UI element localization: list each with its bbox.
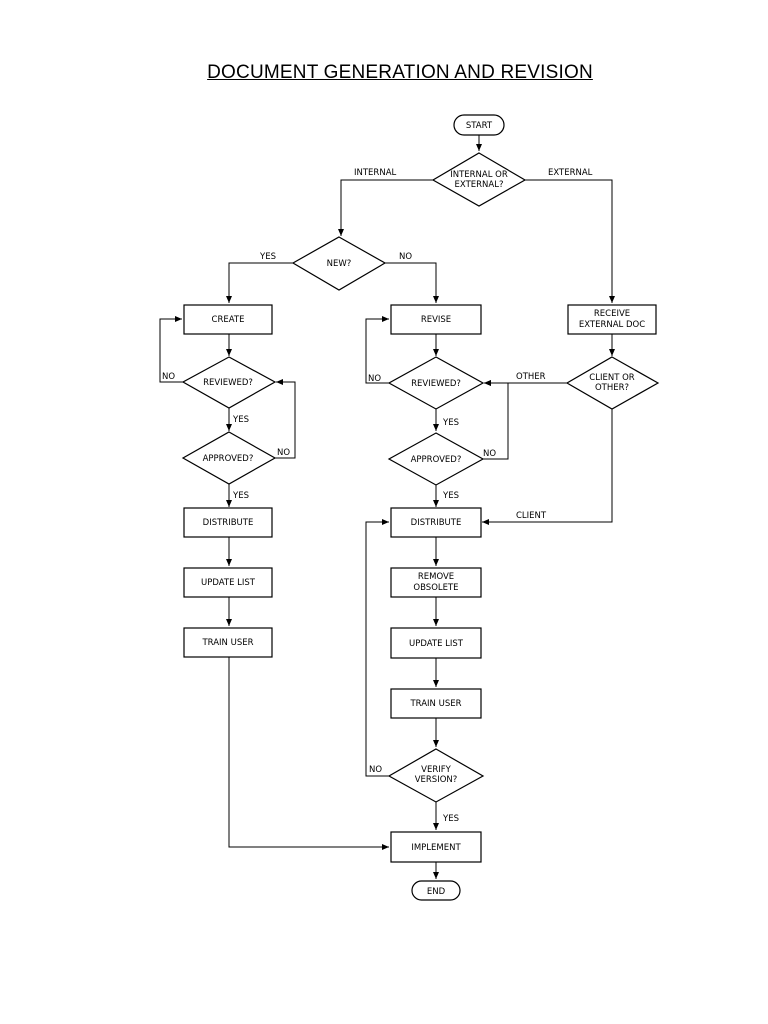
node-end: END (411, 880, 461, 901)
decision-approved-left: APPROVED? (181, 431, 277, 485)
edge-labels: INTERNAL EXTERNAL YES NO NO YES NO YES N… (162, 168, 593, 824)
edge-approved-mid-no (483, 380, 509, 460)
process-train-user-left: TRAIN USER (183, 627, 273, 658)
label-new-no: NO (399, 252, 412, 262)
edge-new-yes (226, 262, 293, 303)
label-internal: INTERNAL (354, 168, 397, 178)
process-distribute-mid-label: DISTRIBUTE (411, 518, 462, 528)
edge-internal (338, 179, 433, 236)
process-revise-label: REVISE (421, 315, 451, 325)
edge-external (525, 179, 615, 303)
process-update-list-mid-label: UPDATE LIST (409, 639, 464, 649)
decision-new: NEW? (291, 236, 387, 291)
edge-verify-no (365, 519, 389, 777)
edge-reviewed-left-no (159, 316, 183, 383)
process-distribute-left: DISTRIBUTE (183, 507, 273, 538)
process-remove-line-1: REMOVE (418, 572, 454, 582)
label-approved-mid-yes: YES (442, 491, 459, 501)
process-train-user-left-label: TRAIN USER (201, 638, 253, 648)
process-remove-obsolete: REMOVE OBSOLETE (390, 567, 482, 598)
process-implement: IMPLEMENT (390, 831, 482, 863)
decision-approved-mid-label: APPROVED? (411, 455, 462, 465)
decision-internal-external-line-1: INTERNAL OR (450, 170, 508, 180)
edge-train-left-to-implement (228, 657, 389, 850)
label-approved-left-yes: YES (232, 491, 249, 501)
process-create: CREATE (183, 304, 273, 335)
process-remove-line-2: OBSOLETE (413, 583, 458, 593)
label-reviewed-left-yes: YES (232, 415, 249, 425)
decision-reviewed-mid-label: REVIEWED? (411, 379, 461, 389)
edge-new-no (385, 262, 439, 303)
decision-internal-external: INTERNAL OR EXTERNAL? (431, 152, 527, 207)
process-create-label: CREATE (212, 315, 245, 325)
decision-reviewed-left: REVIEWED? (181, 356, 277, 409)
decision-client-other-line-2: OTHER? (595, 383, 629, 393)
page-title: DOCUMENT GENERATION AND REVISION (207, 62, 593, 83)
process-train-user-mid: TRAIN USER (390, 688, 482, 719)
label-client: CLIENT (516, 511, 547, 521)
label-other: OTHER (516, 372, 546, 382)
label-verify-no: NO (369, 765, 382, 775)
process-update-list-left-label: UPDATE LIST (201, 578, 256, 588)
decision-approved-mid: APPROVED? (387, 432, 485, 486)
label-new-yes: YES (259, 252, 276, 262)
process-update-list-mid: UPDATE LIST (390, 627, 482, 659)
decision-verify-line-2: VERSION? (415, 775, 458, 785)
decision-client-or-other: CLIENT OR OTHER? (565, 356, 660, 410)
edge-client (482, 409, 613, 525)
node-start: START (453, 114, 505, 136)
process-train-user-mid-label: TRAIN USER (409, 699, 461, 709)
process-distribute-left-label: DISTRIBUTE (203, 518, 254, 528)
label-approved-mid-no: NO (483, 449, 496, 459)
node-end-label: END (427, 887, 446, 897)
process-revise: REVISE (390, 304, 482, 335)
decision-verify-version: VERIFY VERSION? (387, 748, 485, 803)
decision-verify-line-1: VERIFY (421, 765, 451, 775)
decision-reviewed-mid: REVIEWED? (387, 356, 485, 410)
node-start-label: START (466, 121, 493, 131)
decision-internal-external-line-2: EXTERNAL? (455, 180, 504, 190)
decision-approved-left-label: APPROVED? (203, 454, 254, 464)
label-external: EXTERNAL (548, 168, 593, 178)
process-receive-line-2: EXTERNAL DOC (579, 320, 645, 330)
decision-client-other-line-1: CLIENT OR (589, 373, 634, 383)
label-reviewed-mid-yes: YES (442, 418, 459, 428)
process-distribute-mid: DISTRIBUTE (390, 507, 482, 538)
flowchart-connectors (159, 135, 615, 879)
decision-new-label: NEW? (327, 259, 352, 269)
edge-reviewed-mid-no (365, 316, 389, 384)
process-implement-label: IMPLEMENT (411, 843, 461, 853)
decision-reviewed-left-label: REVIEWED? (203, 378, 253, 388)
process-receive-external-doc: RECEIVE EXTERNAL DOC (567, 304, 657, 335)
label-reviewed-mid-no: NO (368, 374, 381, 384)
edge-approved-left-no (275, 379, 296, 459)
label-reviewed-left-no: NO (162, 372, 175, 382)
process-update-list-left: UPDATE LIST (183, 567, 273, 598)
label-approved-left-no: NO (277, 448, 290, 458)
label-verify-yes: YES (442, 814, 459, 824)
process-receive-line-1: RECEIVE (594, 309, 630, 319)
